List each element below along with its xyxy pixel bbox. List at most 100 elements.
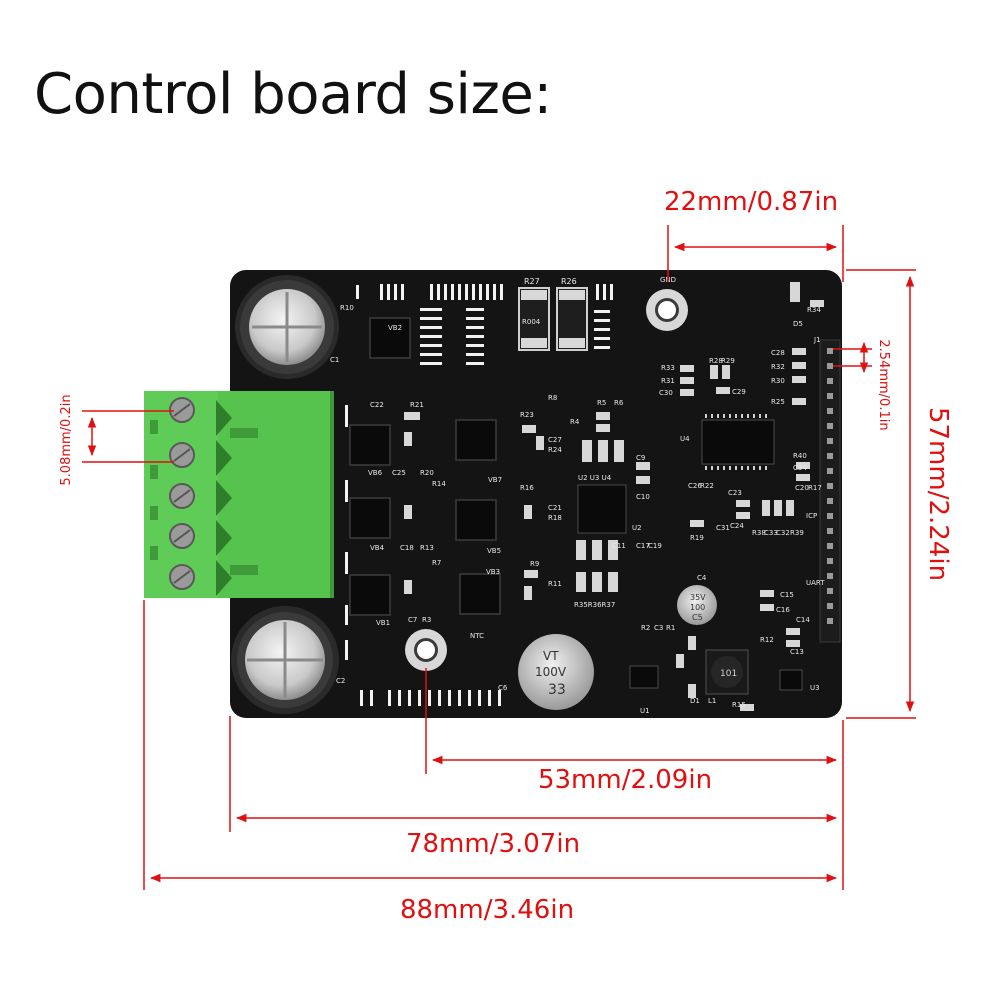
svg-text:L1: L1 xyxy=(708,697,716,705)
svg-text:R22: R22 xyxy=(700,482,714,490)
svg-text:C21: C21 xyxy=(548,504,562,512)
svg-text:VB3: VB3 xyxy=(486,568,500,576)
dimension-header-pitch: 2.54mm/0.1in xyxy=(876,339,891,430)
svg-text:C26: C26 xyxy=(688,482,702,490)
smd-capacitor-c5 xyxy=(677,585,717,625)
dimension-header-offset: 22mm/0.87in xyxy=(664,187,838,217)
svg-text:R38: R38 xyxy=(752,529,766,537)
svg-text:R24: R24 xyxy=(548,446,562,454)
svg-text:VB2: VB2 xyxy=(388,324,402,332)
svg-text:R6: R6 xyxy=(614,399,624,407)
dimension-labels: 22mm/0.87in 2.54mm/0.1in 57mm/2.24in 5.0… xyxy=(59,187,953,925)
svg-text:VB4: VB4 xyxy=(370,544,385,552)
silkscreen-labels: GND R27 R26 R004 R10 C1 C2 VB2 D5 R34 J1… xyxy=(330,276,825,715)
svg-text:C1: C1 xyxy=(330,356,339,364)
svg-text:R27: R27 xyxy=(524,277,540,286)
svg-text:D5: D5 xyxy=(793,320,803,328)
electrolytic-capacitor-c1 xyxy=(235,275,339,379)
svg-text:C25: C25 xyxy=(392,469,406,477)
svg-text:VT: VT xyxy=(543,649,559,663)
dimension-lines xyxy=(82,225,916,890)
svg-text:C6: C6 xyxy=(498,684,508,692)
svg-text:R32: R32 xyxy=(771,363,785,371)
svg-text:U1: U1 xyxy=(640,707,650,715)
ic-u2 xyxy=(577,484,627,534)
svg-text:C32: C32 xyxy=(776,529,790,537)
svg-text:C31: C31 xyxy=(716,524,730,532)
svg-text:R16: R16 xyxy=(520,484,534,492)
svg-text:R5: R5 xyxy=(597,399,606,407)
svg-text:R23: R23 xyxy=(520,411,534,419)
shunt-resistors xyxy=(518,287,588,351)
svg-text:R21: R21 xyxy=(410,401,424,409)
ic-u4 xyxy=(701,414,775,470)
svg-text:C4: C4 xyxy=(697,574,707,582)
svg-text:U2: U2 xyxy=(632,524,642,532)
svg-text:VB5: VB5 xyxy=(487,547,501,555)
svg-text:U2 U3 U4: U2 U3 U4 xyxy=(578,474,612,482)
svg-text:R9: R9 xyxy=(530,560,539,568)
svg-text:R34: R34 xyxy=(807,306,821,314)
svg-text:100V: 100V xyxy=(535,665,567,679)
vent-slots-bottom xyxy=(360,690,501,706)
dimension-height: 57mm/2.24in xyxy=(923,407,953,581)
svg-text:R15: R15 xyxy=(732,701,746,709)
svg-text:VB7: VB7 xyxy=(488,476,502,484)
svg-text:C14: C14 xyxy=(796,616,810,624)
svg-text:C28: C28 xyxy=(771,349,785,357)
svg-text:R10: R10 xyxy=(340,304,354,312)
svg-text:R33: R33 xyxy=(661,364,675,372)
svg-text:R1: R1 xyxy=(666,624,675,632)
svg-text:R3: R3 xyxy=(422,616,431,624)
pin-header xyxy=(819,339,841,643)
svg-text:R40: R40 xyxy=(793,452,807,460)
svg-text:C24: C24 xyxy=(730,522,744,530)
svg-text:VB1: VB1 xyxy=(376,619,390,627)
svg-text:UART: UART xyxy=(806,579,825,587)
svg-text:R29: R29 xyxy=(721,357,735,365)
svg-text:R20: R20 xyxy=(420,469,434,477)
svg-text:C23: C23 xyxy=(728,489,742,497)
svg-text:100: 100 xyxy=(690,603,705,612)
svg-text:C19: C19 xyxy=(648,542,662,550)
dimension-board-width: 78mm/3.07in xyxy=(406,829,580,859)
dimension-hole-spacing: 53mm/2.09in xyxy=(538,765,712,795)
svg-text:R26: R26 xyxy=(561,277,577,286)
svg-text:ICP: ICP xyxy=(806,512,817,520)
svg-text:C7: C7 xyxy=(408,616,417,624)
svg-text:U4: U4 xyxy=(680,435,690,443)
svg-text:R7: R7 xyxy=(432,559,441,567)
svg-text:R35R36R37: R35R36R37 xyxy=(574,601,615,609)
svg-text:D1: D1 xyxy=(690,697,700,705)
terminal-block xyxy=(144,391,334,598)
svg-text:NTC: NTC xyxy=(470,632,484,640)
svg-text:R14: R14 xyxy=(432,480,446,488)
svg-text:R19: R19 xyxy=(690,534,704,542)
svg-text:C16: C16 xyxy=(776,606,790,614)
svg-text:R4: R4 xyxy=(570,418,580,426)
svg-text:101: 101 xyxy=(720,669,737,679)
electrolytic-capacitor-c2 xyxy=(231,606,339,714)
svg-text:C29: C29 xyxy=(732,388,746,396)
svg-text:C18: C18 xyxy=(400,544,414,552)
svg-text:C27: C27 xyxy=(548,436,562,444)
dimension-total-width: 88mm/3.46in xyxy=(400,895,574,925)
svg-text:VB6: VB6 xyxy=(368,469,383,477)
svg-text:R8: R8 xyxy=(548,394,557,402)
page-title: Control board size: xyxy=(34,62,552,127)
svg-text:C15: C15 xyxy=(780,591,794,599)
mounting-hole-gnd xyxy=(646,289,688,331)
svg-text:R31: R31 xyxy=(661,377,675,385)
dimension-terminal-pitch: 5.08mm/0.2in xyxy=(59,394,74,485)
svg-text:R25: R25 xyxy=(771,398,785,406)
svg-text:J1: J1 xyxy=(813,336,821,344)
small-chips xyxy=(629,665,803,691)
svg-text:C10: C10 xyxy=(636,493,650,501)
svg-text:R11: R11 xyxy=(548,580,562,588)
svg-text:R004: R004 xyxy=(522,318,541,326)
svg-text:C17: C17 xyxy=(636,542,650,550)
svg-text:C13: C13 xyxy=(790,648,804,656)
svg-text:R12: R12 xyxy=(760,636,774,644)
svg-text:C5: C5 xyxy=(692,613,703,622)
